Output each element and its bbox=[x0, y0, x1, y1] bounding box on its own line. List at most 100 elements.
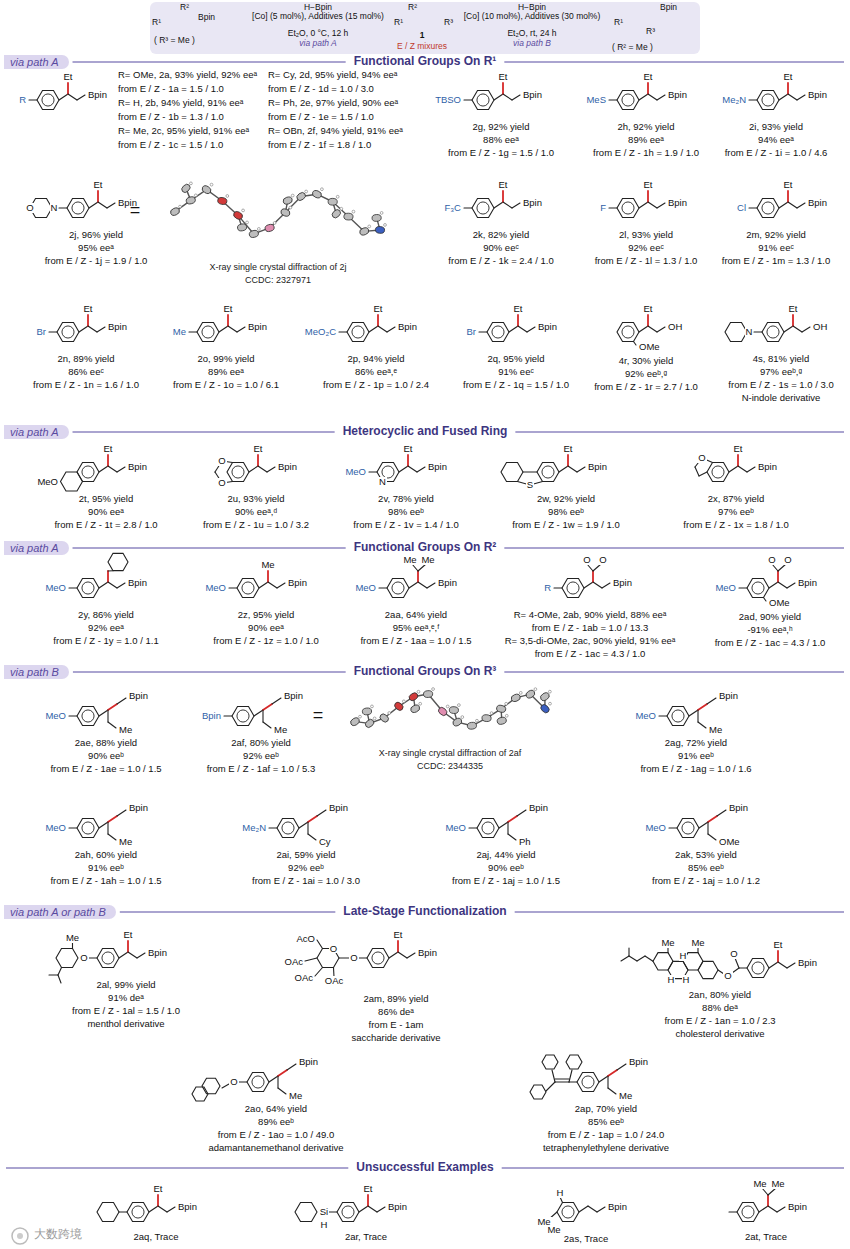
caption-line: from E / Z - 1v = 1.4 / 1.0 bbox=[353, 520, 458, 531]
atom-label: H bbox=[556, 1188, 565, 1198]
atom-label: O bbox=[25, 203, 34, 213]
atom-label: O bbox=[723, 971, 732, 981]
bond-line bbox=[89, 957, 97, 958]
thermal-ellipsoid bbox=[437, 706, 448, 717]
caption-line: cholesterol derivative bbox=[675, 1029, 764, 1040]
hydrogen-atom bbox=[359, 715, 362, 718]
atom-label: R bbox=[543, 583, 552, 593]
bond-line bbox=[507, 822, 508, 834]
scheme-text: R² bbox=[408, 2, 417, 12]
thermal-ellipsoid bbox=[280, 208, 291, 218]
caption-line: 91% eeᶜ bbox=[498, 367, 534, 378]
caption-line: 2aa, 64% yield bbox=[385, 610, 447, 621]
ring bbox=[77, 706, 99, 725]
caption-line: -91% eeᵃ,ʰ bbox=[747, 625, 792, 636]
caption-line: 2t, 95% yield bbox=[79, 494, 133, 505]
bond-line bbox=[308, 816, 317, 822]
atom-label: MeO bbox=[634, 711, 657, 721]
atom-label: Me bbox=[708, 725, 723, 735]
bond-line bbox=[759, 1206, 768, 1212]
caption-line: R= Ph, 2e, 97% yield, 90% eeᵃ bbox=[268, 98, 398, 109]
caption-line: 86% eeᵃ,ᵉ bbox=[355, 367, 397, 378]
atom-label: Et bbox=[498, 72, 509, 82]
bond-line bbox=[609, 207, 617, 208]
bond-line bbox=[647, 191, 649, 202]
caption-line: from E / Z - 1d = 1.0 / 3.0 bbox=[268, 84, 374, 95]
thermal-ellipsoid bbox=[185, 196, 196, 205]
atom-label: OAc bbox=[284, 957, 304, 967]
bond-line bbox=[639, 202, 648, 208]
atom-label: Bpin bbox=[797, 958, 818, 968]
bond-line bbox=[117, 467, 125, 472]
bond-line bbox=[777, 1207, 785, 1212]
bond-line bbox=[778, 564, 786, 571]
bond-line bbox=[229, 587, 237, 588]
caption-line: from E / Z - 1u = 1.0 / 3.2 bbox=[203, 520, 309, 531]
atom-label: Bpin bbox=[147, 948, 168, 958]
bond-line bbox=[657, 203, 665, 208]
bond-line bbox=[517, 315, 519, 326]
atom-label: O bbox=[349, 953, 358, 963]
bond-line bbox=[267, 467, 275, 472]
atom-label: OAc bbox=[294, 973, 314, 983]
structure bbox=[548, 1197, 605, 1222]
bond-line bbox=[667, 948, 668, 953]
atom-label: Bpin bbox=[283, 691, 304, 701]
caption-line: 92% eeᵇ bbox=[243, 751, 279, 762]
caption-line: 85% eeᵇ bbox=[588, 1117, 624, 1128]
bond-line bbox=[592, 571, 594, 582]
scheme-text: R² bbox=[180, 2, 189, 12]
atom-label: Bpin bbox=[807, 198, 828, 208]
atom-label: Bpin bbox=[127, 462, 148, 472]
ring bbox=[617, 90, 639, 109]
atom-label: O bbox=[767, 555, 776, 565]
bond-line bbox=[602, 583, 610, 588]
bond-line bbox=[398, 952, 407, 958]
caption-line: 2q, 95% yield bbox=[487, 354, 544, 365]
bond-line bbox=[107, 571, 109, 582]
aromatic-circle bbox=[202, 326, 214, 338]
caption-line: 89% eeᵇ bbox=[258, 1117, 294, 1128]
caption-line: from E / Z - 1a = 1.5 / 1.0 bbox=[118, 84, 224, 95]
ring bbox=[542, 1055, 558, 1069]
bond-line bbox=[69, 827, 77, 828]
bond-line bbox=[369, 326, 378, 332]
ring bbox=[97, 1202, 119, 1221]
bond-line bbox=[108, 466, 117, 472]
atom-label: Me₂N bbox=[241, 823, 267, 833]
caption-line: from E / Z - 1h = 1.9 / 1.0 bbox=[593, 148, 699, 159]
bond-line bbox=[584, 582, 593, 588]
bond-line bbox=[224, 715, 232, 716]
bond-line bbox=[49, 974, 58, 975]
path-label: via path A bbox=[10, 542, 59, 554]
hydrogen-atom bbox=[373, 717, 376, 720]
structure bbox=[224, 698, 281, 728]
bond-line bbox=[407, 953, 415, 958]
bond-line bbox=[787, 83, 789, 94]
ring bbox=[61, 472, 83, 491]
hydrogen-atom bbox=[257, 228, 260, 231]
hydrogen-atom bbox=[210, 183, 213, 186]
bond-line bbox=[222, 1084, 229, 1088]
bond-line bbox=[108, 816, 117, 822]
caption-line: from E / Z - 1ae = 1.0 / 1.5 bbox=[50, 764, 161, 775]
atom-label: Et bbox=[93, 180, 104, 190]
bond-line bbox=[219, 326, 228, 332]
caption-line: 2al, 99% yield bbox=[96, 980, 155, 991]
caption-line: R= OBn, 2f, 94% yield, 91% eeᵃ bbox=[268, 126, 403, 137]
thermal-ellipsoid bbox=[249, 230, 260, 239]
atom-label: MeO bbox=[44, 583, 67, 593]
atom-label: MeO bbox=[44, 711, 67, 721]
caption-line: from E / Z - 1w = 1.9 / 1.0 bbox=[512, 520, 619, 531]
ring bbox=[762, 322, 784, 341]
ring bbox=[56, 948, 78, 967]
caption-line: 2at, Trace bbox=[745, 1232, 787, 1243]
caption-line: from E / Z - 1ac = 4.3 / 1.0 bbox=[535, 649, 646, 660]
ring bbox=[77, 578, 99, 597]
atom-label: O bbox=[229, 1077, 238, 1087]
caption-line: R= Me, 2c, 95% yield, 91% eeᵃ bbox=[118, 126, 249, 137]
aromatic-circle bbox=[562, 1206, 574, 1218]
bond-line bbox=[69, 587, 77, 588]
atom-label: Cy bbox=[318, 837, 332, 847]
atom-label: Et bbox=[513, 304, 524, 314]
